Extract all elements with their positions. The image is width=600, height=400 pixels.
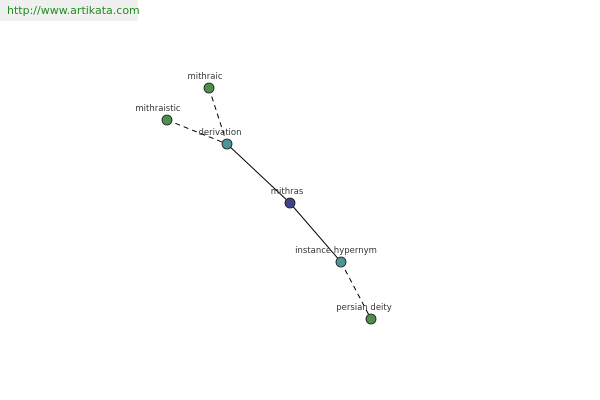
node-derivation-label: derivation xyxy=(198,128,241,138)
node-mithraic-label: mithraic xyxy=(187,72,222,82)
node-derivation[interactable]: derivation xyxy=(198,128,242,150)
edge-instance-hypernym-persian-deity xyxy=(340,261,372,320)
node-instance-hypernym-label: instance hypernym xyxy=(295,246,377,256)
edge-mithraistic-derivation xyxy=(166,119,228,145)
site-url[interactable]: http://www.artikata.com xyxy=(0,0,140,21)
edge-mithras-instance-hypernym xyxy=(289,202,342,263)
node-derivation-dot[interactable] xyxy=(221,138,233,150)
node-mithraistic[interactable]: mithraistic xyxy=(135,104,181,126)
node-persian-deity-label: persian deity xyxy=(336,303,392,313)
node-mithraistic-label: mithraistic xyxy=(135,104,181,114)
edge-mithraic-derivation xyxy=(208,87,228,145)
nodes: mithraic mithraistic derivation mithras … xyxy=(135,72,392,325)
node-mithraic-dot[interactable] xyxy=(203,82,215,94)
node-mithraic[interactable]: mithraic xyxy=(187,72,223,94)
node-instance-hypernym[interactable]: instance hypernym xyxy=(295,246,377,268)
node-instance-hypernym-dot[interactable] xyxy=(335,256,347,268)
node-persian-deity[interactable]: persian deity xyxy=(336,303,392,325)
node-mithras[interactable]: mithras xyxy=(271,187,304,209)
node-mithras-label: mithras xyxy=(271,187,304,197)
node-persian-deity-dot[interactable] xyxy=(365,313,377,325)
edges xyxy=(166,87,372,320)
node-mithras-dot[interactable] xyxy=(284,197,296,209)
node-mithraistic-dot[interactable] xyxy=(161,114,173,126)
edge-derivation-mithras xyxy=(226,143,291,204)
